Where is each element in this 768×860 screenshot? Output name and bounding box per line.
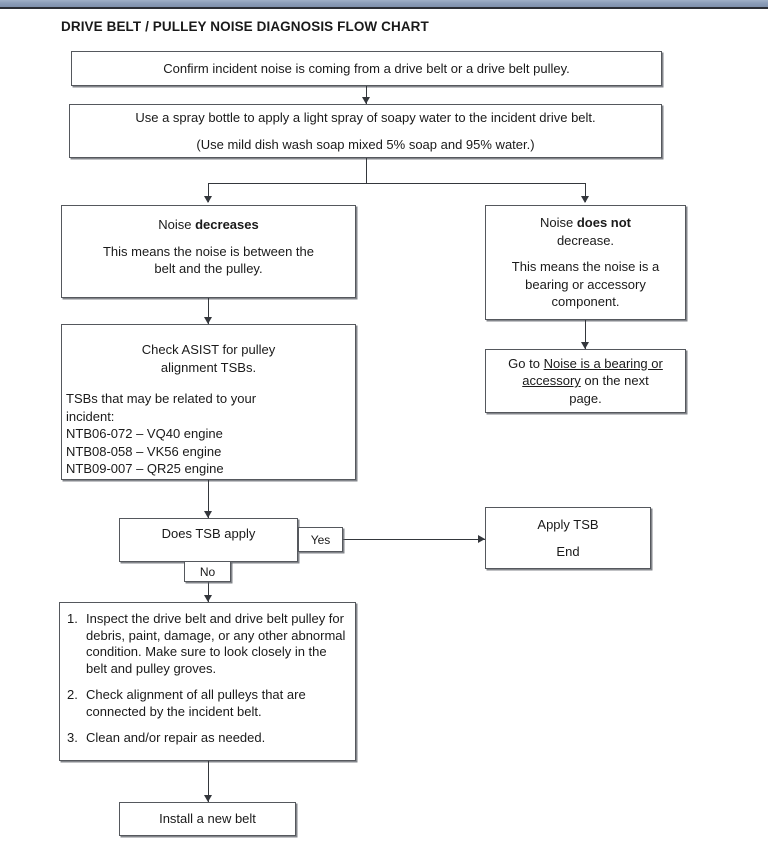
goto-suffix: on the next — [580, 373, 649, 389]
list-item-text: Inspect the drive belt and drive belt pu… — [86, 611, 346, 676]
edge-label-no: No — [184, 561, 231, 582]
page-top-accent-bar — [0, 0, 768, 9]
spacer — [486, 534, 650, 543]
node-noise-not-decrease-body-line2: bearing or accessory — [525, 276, 646, 292]
list-item: 1. Inspect the drive belt and drive belt… — [64, 611, 349, 677]
arrowhead-yes-to-apply-tsb — [478, 535, 485, 543]
node-noise-not-decrease-heading-line2: decrease. — [556, 232, 615, 248]
list-item: 3. Clean and/or repair as needed. — [64, 730, 349, 747]
node-noise-not-decrease-body-line1: This means the noise is a — [511, 259, 660, 275]
node-inspect-steps: 1. Inspect the drive belt and drive belt… — [59, 602, 356, 761]
node-asist-body-line1: TSBs that may be related to your — [66, 391, 257, 407]
connector-split-horizontal — [208, 183, 586, 184]
list-item-text: Clean and/or repair as needed. — [86, 730, 266, 745]
node-spray-line2: (Use mild dish wash soap mixed 5% soap a… — [196, 136, 535, 152]
node-go-to-bearing-section: Go to Noise is a bearing or accessory on… — [485, 349, 686, 413]
node-asist-tsb-2: NTB09-007 – QR25 engine — [66, 461, 224, 477]
arrowhead-notdecrease-to-goto — [581, 342, 589, 349]
connector-split-left-drop — [208, 183, 209, 202]
list-item-number: 3. — [67, 730, 78, 745]
spacer — [70, 127, 661, 136]
edge-label-yes-text: Yes — [310, 532, 331, 547]
noise-decreases-heading-bold: decreases — [195, 217, 259, 232]
node-install-new-belt: Install a new belt — [119, 802, 296, 836]
edge-label-no-text: No — [199, 564, 216, 579]
node-asist-tsb-1: NTB08-058 – VK56 engine — [66, 443, 222, 459]
node-asist-body-line2: incident: — [66, 408, 115, 424]
goto-prefix: Go to — [508, 355, 544, 371]
node-asist-heading-line2: alignment TSBs. — [160, 359, 257, 375]
connector-spray-to-split — [366, 158, 367, 183]
noise-decreases-heading-plain: Noise — [158, 217, 196, 232]
connector-confirm-to-spray — [366, 86, 367, 104]
arrowhead-to-noise-decreases — [204, 196, 212, 203]
noise-not-decrease-heading-plain: Noise — [539, 215, 577, 230]
node-asist-heading-line1: Check ASIST for pulley — [141, 342, 276, 357]
connector-decreases-to-asist — [208, 298, 209, 324]
connector-split-right-drop — [585, 183, 586, 202]
node-noise-decreases-body-line1: This means the noise is between the — [102, 243, 314, 259]
arrowhead-no-to-inspect — [204, 595, 212, 602]
node-install-belt-text: Install a new belt — [159, 811, 256, 827]
node-spray-line1: Use a spray bottle to apply a light spra… — [135, 109, 596, 125]
node-asist-tsb-0: NTB06-072 – VQ40 engine — [66, 426, 223, 442]
node-apply-tsb-line2: End — [556, 543, 580, 559]
node-noise-decreases: Noise decreases This means the noise is … — [61, 205, 356, 298]
list-item-text: Check alignment of all pulleys that are … — [86, 687, 306, 719]
list-item-number: 2. — [67, 687, 78, 702]
arrowhead-asist-to-decision — [204, 511, 212, 518]
node-check-asist: Check ASIST for pulley alignment TSBs. T… — [61, 324, 356, 480]
list-item-number: 1. — [67, 611, 78, 626]
connector-yes-to-apply-tsb — [343, 539, 485, 540]
node-noise-does-not-decrease: Noise does not decrease. This means the … — [485, 205, 686, 320]
node-apply-tsb-end: Apply TSB End — [485, 507, 651, 569]
node-apply-tsb-line1: Apply TSB — [537, 516, 599, 532]
page-title: DRIVE BELT / PULLEY NOISE DIAGNOSIS FLOW… — [61, 19, 429, 34]
node-noise-not-decrease-heading: Noise does not — [486, 214, 685, 232]
arrowhead-decreases-to-asist — [204, 317, 212, 324]
goto-link-part2: accessory — [522, 373, 581, 389]
goto-link-part1: Noise is a bearing or — [543, 355, 663, 371]
noise-not-decrease-heading-bold: does not — [576, 215, 632, 230]
node-noise-decreases-body-line2: belt and the pulley. — [154, 261, 263, 277]
arrowhead-to-noise-not-decrease — [581, 196, 589, 203]
spacer — [62, 376, 355, 390]
node-confirm-incident-noise: Confirm incident noise is coming from a … — [71, 51, 662, 86]
node-goto-line3: page. — [569, 390, 602, 406]
connector-inspect-to-install — [208, 761, 209, 802]
spacer — [486, 249, 685, 258]
node-does-tsb-apply-text: Does TSB apply — [161, 526, 256, 541]
connector-asist-to-decision — [208, 480, 209, 518]
connector-notdecrease-to-goto — [585, 320, 586, 349]
arrowhead-confirm-to-spray — [362, 97, 370, 104]
node-confirm-text: Confirm incident noise is coming from a … — [163, 60, 570, 76]
connector-no-to-inspect — [208, 582, 209, 602]
spacer — [62, 234, 355, 243]
node-goto-line2: accessory on the next — [486, 372, 685, 390]
edge-label-yes: Yes — [298, 527, 343, 552]
node-noise-not-decrease-body-line3: component. — [551, 294, 620, 310]
node-apply-soapy-water: Use a spray bottle to apply a light spra… — [69, 104, 662, 158]
list-item: 2. Check alignment of all pulleys that a… — [64, 687, 349, 720]
node-goto-line1: Go to Noise is a bearing or — [486, 355, 685, 373]
arrowhead-inspect-to-install — [204, 795, 212, 802]
node-noise-decreases-heading: Noise decreases — [62, 216, 355, 234]
node-does-tsb-apply: Does TSB apply — [119, 518, 298, 562]
